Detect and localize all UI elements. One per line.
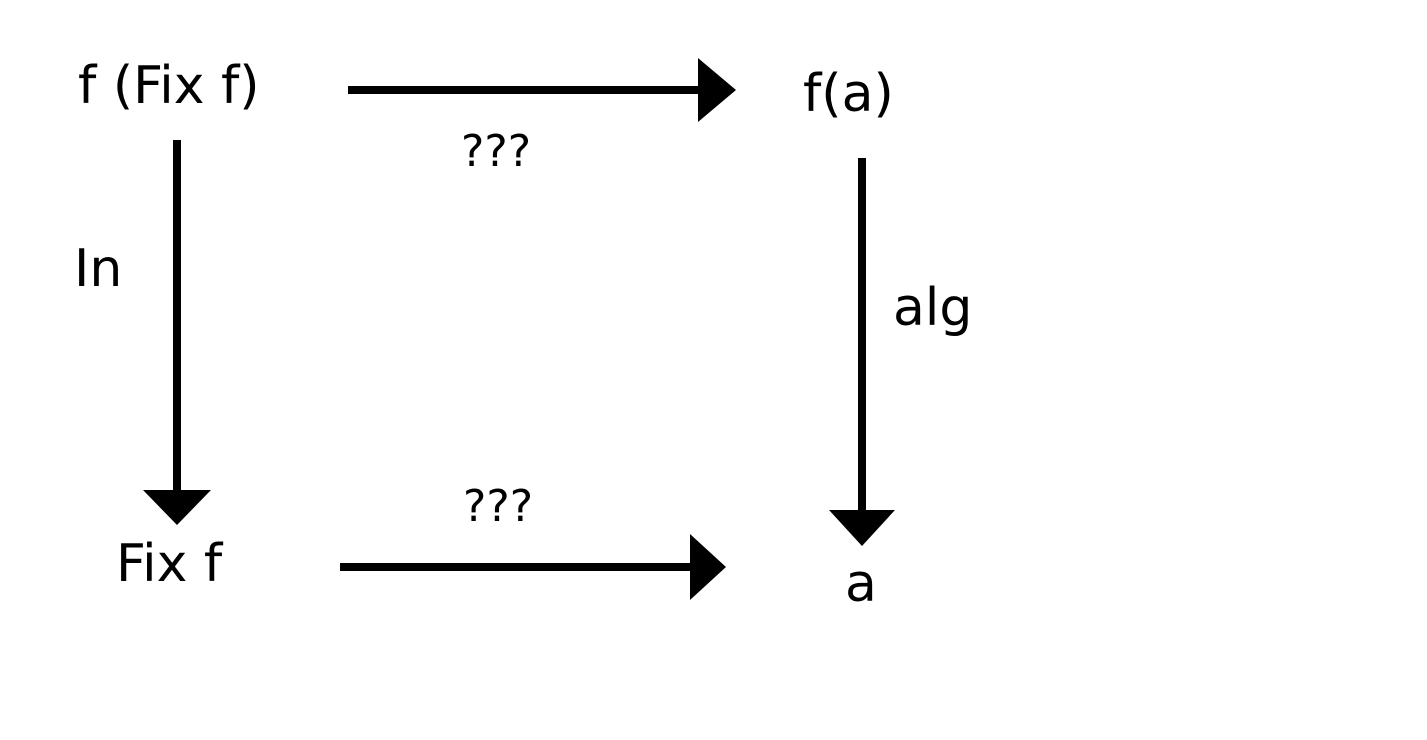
arrow-right-head <box>829 510 895 546</box>
arrow-top <box>348 58 736 122</box>
arrow-bottom-head <box>690 534 726 600</box>
arrow-left <box>143 140 211 525</box>
arrow-right <box>829 158 895 546</box>
arrow-top-head <box>698 58 736 122</box>
edge-label-top: ??? <box>461 126 532 177</box>
edge-label-bottom: ??? <box>463 481 534 532</box>
node-f-a: f(a) <box>803 64 894 124</box>
arrow-left-head <box>143 490 211 525</box>
edge-label-left: In <box>74 239 123 299</box>
edge-label-right: alg <box>893 278 973 338</box>
node-a: a <box>845 554 877 614</box>
arrow-bottom <box>340 534 726 600</box>
node-f-fix-f: f (Fix f) <box>78 56 260 116</box>
node-fix-f: Fix f <box>116 534 223 594</box>
